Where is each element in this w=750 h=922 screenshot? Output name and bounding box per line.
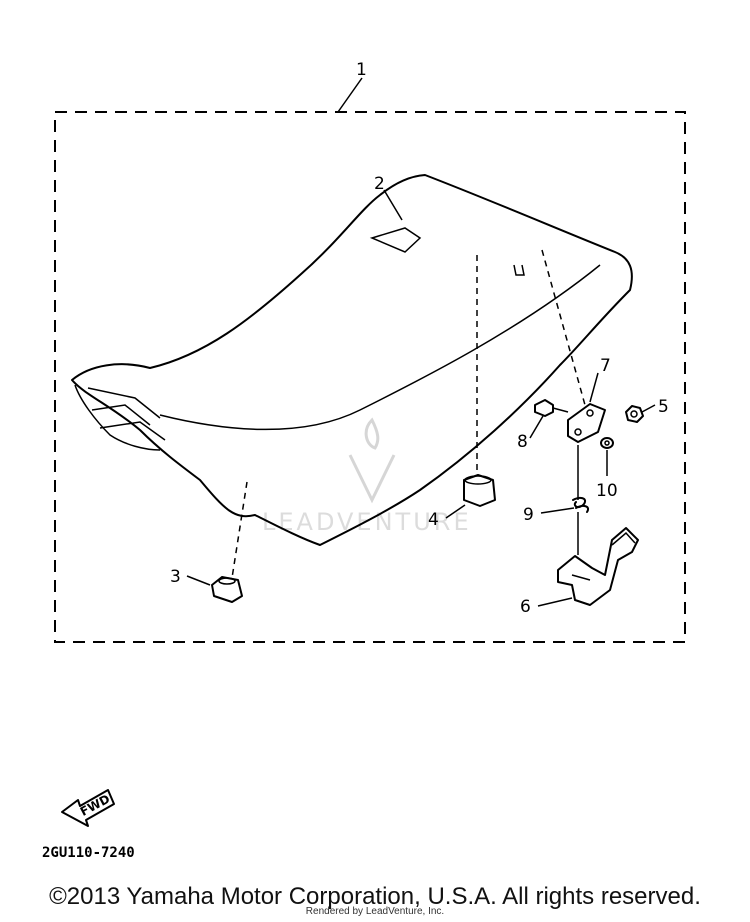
assembly-frame xyxy=(54,111,686,643)
callout-8-leader xyxy=(529,415,544,439)
callout-8: 8 xyxy=(517,432,528,452)
seat-lock-6 xyxy=(557,527,639,606)
callout-7-leader xyxy=(589,372,599,403)
copyright-notice: ©2013 Yamaha Motor Corporation, U.S.A. A… xyxy=(49,883,701,910)
callout-5-leader xyxy=(641,404,656,413)
nut-5 xyxy=(625,405,644,423)
callout-1: 1 xyxy=(356,60,367,80)
spring-9 xyxy=(572,496,589,513)
callout-2-leader xyxy=(383,189,403,221)
callout-7: 7 xyxy=(600,356,611,376)
hook-alignment-line xyxy=(541,249,586,406)
leadventure-watermark: LEADVENTURE xyxy=(262,417,469,536)
callout-9-leader xyxy=(540,507,575,514)
callout-1-leader xyxy=(337,77,363,113)
callout-9: 9 xyxy=(523,505,534,525)
damper-4 xyxy=(463,255,496,507)
bolt-8 xyxy=(534,399,569,417)
damper-3 xyxy=(211,481,248,603)
callout-3-leader xyxy=(186,575,211,586)
callout-4-leader xyxy=(445,504,466,519)
callout-2: 2 xyxy=(374,174,385,194)
washer-10 xyxy=(600,437,614,449)
callout-10: 10 xyxy=(596,481,618,501)
plate-7 xyxy=(567,403,606,443)
callout-5: 5 xyxy=(658,397,669,417)
callout-4: 4 xyxy=(428,510,439,530)
diagram-code: 2GU110-7240 xyxy=(42,845,135,861)
fwd-arrow-icon: FWD xyxy=(61,789,115,827)
callout-6-leader xyxy=(537,597,573,607)
callout-6: 6 xyxy=(520,597,531,617)
rendered-by-note: Rendered by LeadVenture, Inc. xyxy=(305,906,445,917)
callout-3: 3 xyxy=(170,567,181,587)
seat xyxy=(71,174,633,546)
